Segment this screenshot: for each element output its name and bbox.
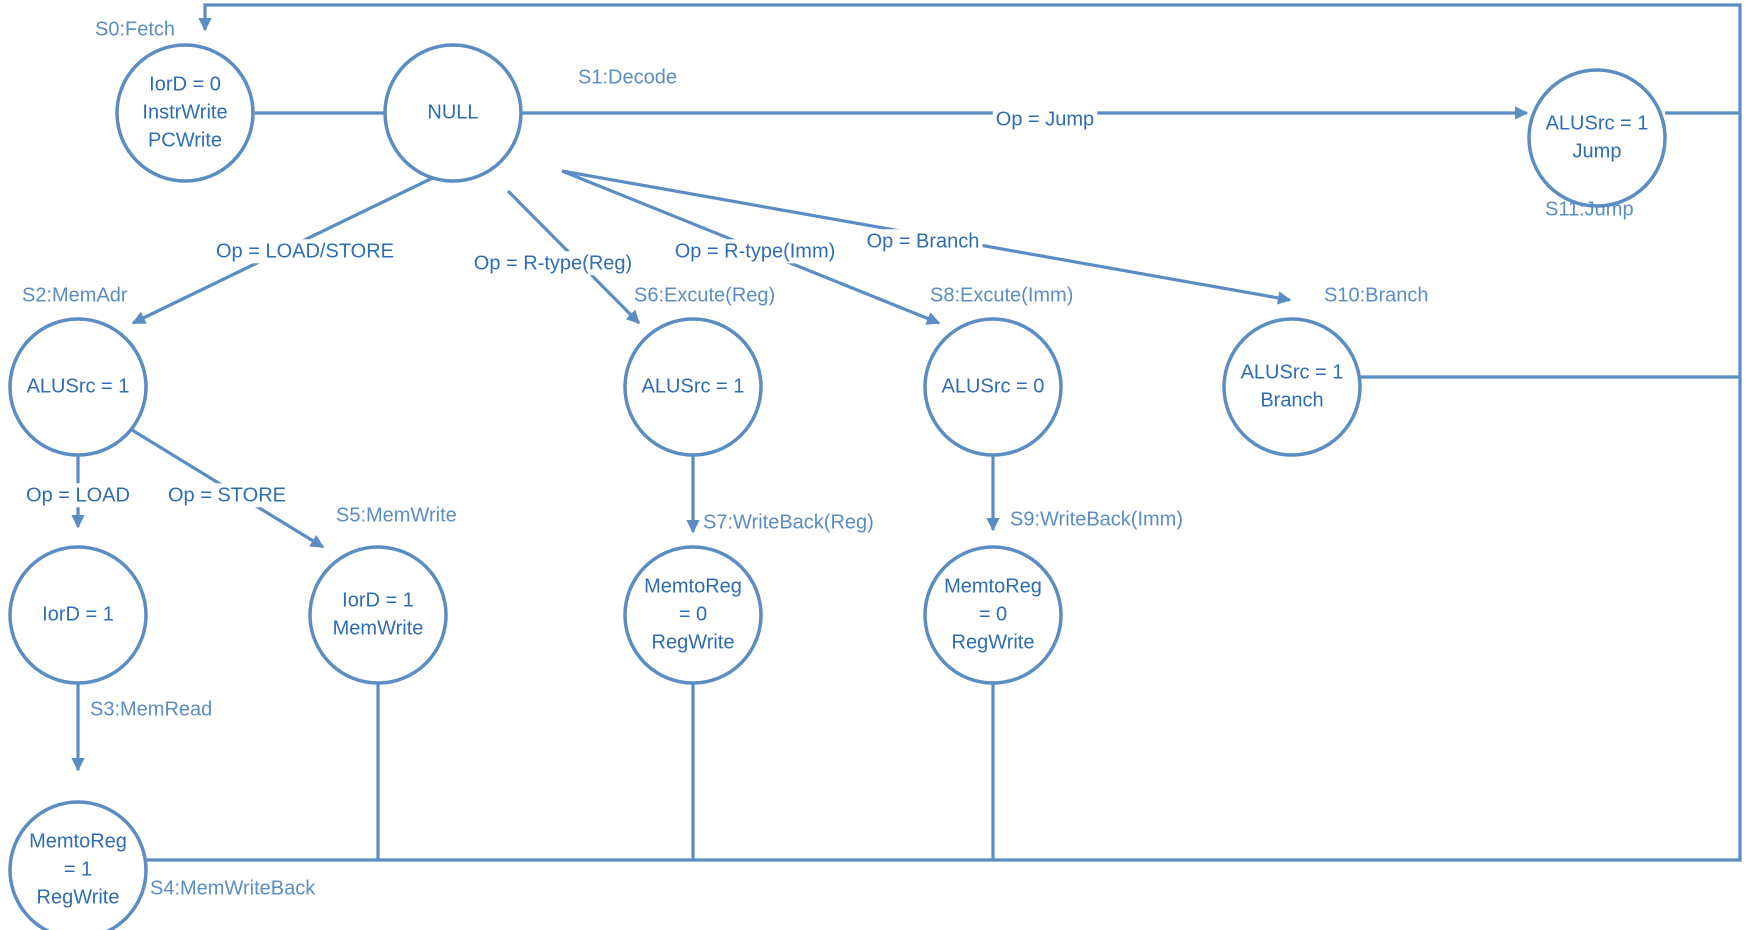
state-s7: MemtoReg = 0 RegWrite S7:WriteBack(Reg) [623,511,874,685]
state-action-text: PCWrite [148,129,222,151]
state-circle [1222,317,1362,457]
transition-label-s1-s6: Op = R-type(Reg) [474,252,632,274]
state-circle [115,43,255,183]
state-circle [923,317,1063,457]
state-s4: MemtoReg = 1 RegWrite S4:MemWriteBack [8,800,316,930]
state-action-text: ALUSrc = 0 [942,375,1045,397]
state-action-text: RegWrite [37,886,120,908]
state-action-text: ALUSrc = 1 [27,375,130,397]
state-action-text: Jump [1573,140,1622,162]
transition-label-s1-s10: Op = Branch [867,230,980,252]
state-name-label: S8:Excute(Imm) [930,284,1073,306]
state-action-text: = 1 [64,858,92,880]
transition-label-bg [992,107,1098,132]
state-circle [623,545,763,685]
state-s10: ALUSrc = 1 Branch S10:Branch [1222,284,1429,457]
state-s9: MemtoReg = 0 RegWrite S9:WriteBack(Imm) [923,508,1183,685]
state-circle [623,317,763,457]
state-action-text: MemtoReg [944,575,1042,597]
state-action-text: = 0 [679,603,707,625]
state-circle [923,545,1063,685]
state-s1: NULL S1:Decode [383,43,677,183]
transition-label-s1-s2: Op = LOAD/STORE [216,240,394,262]
state-name-label: S5:MemWrite [336,504,457,526]
state-name-label: S4:MemWriteBack [150,877,316,899]
state-action-text: ALUSrc = 1 [642,375,745,397]
state-name-label: S7:WriteBack(Reg) [703,511,874,533]
state-action-text: IorD = 0 [149,73,221,95]
state-name-label: S10:Branch [1324,284,1429,306]
state-s2: ALUSrc = 1 S2:MemAdr [8,284,148,457]
transition-label-bg [671,239,839,264]
state-action-text: MemtoReg [29,830,127,852]
state-action-text: InstrWrite [142,101,227,123]
state-s3: IorD = 1 S3:MemRead [8,545,212,720]
state-circle [1527,68,1667,208]
state-name-label: S3:MemRead [90,698,212,720]
state-action-text: = 0 [979,603,1007,625]
transition-label-bg [23,483,133,508]
transition-label-s2-s3: Op = LOAD [26,484,130,506]
state-name-label: S9:WriteBack(Imm) [1010,508,1183,530]
state-name-label: S2:MemAdr [22,284,128,306]
state-s6: ALUSrc = 1 S6:Excute(Reg) [623,284,775,457]
state-s5: IorD = 1 MemWrite S5:MemWrite [308,504,457,685]
state-circle [8,545,148,685]
state-name-label: S1:Decode [578,66,677,88]
state-action-text: IorD = 1 [342,589,414,611]
state-name-label: S0:Fetch [95,18,175,40]
transition-label-bg [164,483,290,508]
state-action-text: ALUSrc = 1 [1241,361,1344,383]
state-circle [383,43,523,183]
state-action-text: MemtoReg [644,575,742,597]
state-name-label: S11:Jump [1545,198,1634,220]
transition-label-bg [863,229,983,254]
state-s8: ALUSrc = 0 S8:Excute(Imm) [923,284,1073,457]
state-action-text: NULL [427,101,478,123]
transition-label-bg [212,239,398,264]
state-action-text: IorD = 1 [42,603,114,625]
state-action-text: RegWrite [952,631,1035,653]
transition-label-bg [470,251,636,276]
state-name-label: S6:Excute(Reg) [634,284,775,306]
state-circle [308,545,448,685]
state-action-text: Branch [1260,389,1323,411]
return-path [146,3,1742,862]
state-circle [8,800,148,930]
state-action-text: ALUSrc = 1 [1546,112,1649,134]
transition-label-s1-s8: Op = R-type(Imm) [675,240,836,262]
transition-label-s2-s5: Op = STORE [168,484,286,506]
transition-label-s1-s11: Op = Jump [996,108,1094,130]
state-circle [8,317,148,457]
state-action-text: MemWrite [333,617,424,639]
state-action-text: RegWrite [652,631,735,653]
